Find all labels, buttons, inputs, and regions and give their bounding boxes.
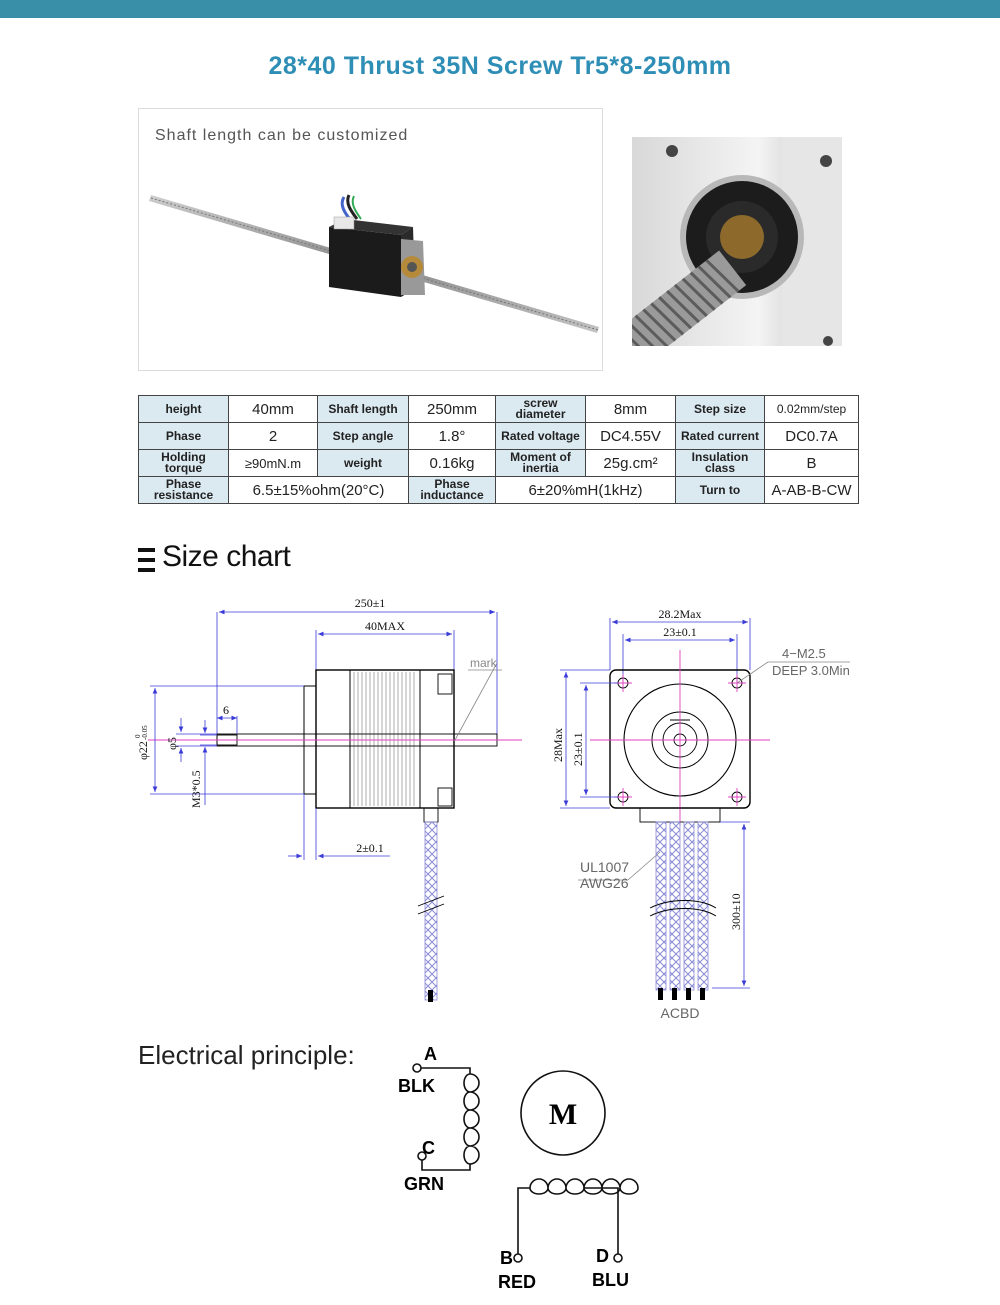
dim-flange-tol-bottom: -0.05 bbox=[141, 725, 149, 740]
motor-symbol bbox=[520, 1070, 606, 1156]
hole-spec-line-2: DEEP 3.0Min bbox=[772, 663, 850, 678]
spec-value: 6±20%mH(1kHz) bbox=[495, 476, 676, 504]
dim-hole-spacing-h: 23±0.1 bbox=[663, 625, 697, 639]
side-view-labels: 250±1 40MAX mark 6 φ22 0 -0.05 φ5 M3*0.5… bbox=[134, 596, 498, 855]
spec-key: Shaft length bbox=[317, 395, 409, 423]
dim-flange-tol-top: 0 bbox=[134, 734, 142, 738]
dim-wire-length: 300±10 bbox=[729, 893, 743, 930]
spec-value: 40mm bbox=[228, 395, 318, 423]
page-title: 28*40 Thrust 35N Screw Tr5*8-250mm bbox=[268, 52, 732, 80]
pin-a-color: BLK bbox=[398, 1076, 435, 1096]
front-view bbox=[560, 618, 850, 1000]
pin-c-label: C bbox=[422, 1138, 435, 1158]
spec-key: Rated voltage bbox=[495, 422, 586, 450]
dim-total-length: 250±1 bbox=[355, 596, 386, 610]
wire-order-label: ACBD bbox=[661, 1005, 700, 1020]
electrical-diagram: M A BLK C GRN B RED D BLU bbox=[398, 1044, 639, 1292]
linear-motor-illustration bbox=[149, 194, 599, 333]
top-bar bbox=[0, 0, 1000, 18]
table-row: Holding torque ≥90mN.m weight 0.16kg Mom… bbox=[138, 449, 859, 477]
spec-key: Phase inductance bbox=[408, 476, 496, 504]
dim-flange-diameter: φ22 bbox=[136, 741, 150, 760]
spec-value: 6.5±15%ohm(20°C) bbox=[228, 476, 409, 504]
spec-key: Moment of inertia bbox=[495, 449, 586, 477]
spec-value: ≥90mN.m bbox=[228, 449, 318, 477]
spec-key: weight bbox=[317, 449, 409, 477]
hole-spec-line-1: 4−M2.5 bbox=[782, 646, 826, 661]
table-row: height 40mm Shaft length 250mm screw dia… bbox=[138, 395, 859, 423]
electrical-title: Electrical principle: bbox=[138, 1040, 355, 1070]
spec-value: A-AB-B-CW bbox=[764, 476, 859, 504]
product-photo-full: Shaft length can be customized bbox=[138, 108, 603, 371]
spec-key: Insulation class bbox=[675, 449, 765, 477]
spec-key: Phase resistance bbox=[138, 476, 229, 504]
pin-b-color: RED bbox=[498, 1272, 536, 1292]
mark-label: mark bbox=[470, 656, 498, 670]
dim-frame-width: 28.2Max bbox=[659, 607, 702, 621]
front-view-labels: 28.2Max 23±0.1 4−M2.5 DEEP 3.0Min 28Max … bbox=[551, 607, 850, 1020]
wire-type-2: AWG26 bbox=[580, 875, 629, 891]
coil-bd bbox=[513, 1178, 639, 1263]
pin-d-color: BLU bbox=[592, 1270, 629, 1290]
size-chart-title: Size chart bbox=[162, 540, 291, 573]
dim-body-length: 40MAX bbox=[365, 619, 405, 633]
spec-key: Holding torque bbox=[138, 449, 229, 477]
pin-d-label: D bbox=[596, 1246, 609, 1266]
spec-value: 0.16kg bbox=[408, 449, 496, 477]
spec-value: 8mm bbox=[585, 395, 676, 423]
pin-c-color: GRN bbox=[404, 1174, 444, 1194]
spec-value: DC4.55V bbox=[585, 422, 676, 450]
spec-key: height bbox=[138, 395, 229, 423]
spec-table: height 40mm Shaft length 250mm screw dia… bbox=[138, 395, 859, 504]
spec-value: 1.8° bbox=[408, 422, 496, 450]
photo-caption: Shaft length can be customized bbox=[155, 127, 409, 144]
spec-value: DC0.7A bbox=[764, 422, 859, 450]
dim-frame-height: 28Max bbox=[551, 728, 565, 762]
list-icon bbox=[138, 548, 155, 572]
dim-flange-thickness: 2±0.1 bbox=[356, 841, 384, 855]
spec-key: Phase bbox=[138, 422, 229, 450]
pin-b-label: B bbox=[500, 1248, 513, 1268]
dim-shaft-diameter: φ5 bbox=[165, 737, 179, 750]
dimension-drawing: 250±1 40MAX mark 6 φ22 0 -0.05 φ5 M3*0.5… bbox=[134, 596, 850, 1020]
spec-key: Turn to bbox=[675, 476, 765, 504]
table-row: Phase 2 Step angle 1.8° Rated voltage DC… bbox=[138, 422, 859, 450]
side-view bbox=[148, 609, 522, 1002]
spec-value: 0.02mm/step bbox=[764, 395, 859, 423]
screw-nut-closeup bbox=[632, 137, 842, 346]
motor-label: M bbox=[549, 1098, 577, 1131]
spec-value: 250mm bbox=[408, 395, 496, 423]
pin-a-label: A bbox=[424, 1044, 437, 1064]
table-row: Phase resistance 6.5±15%ohm(20°C) Phase … bbox=[138, 476, 859, 504]
spec-key: Step size bbox=[675, 395, 765, 423]
spec-key: Step angle bbox=[317, 422, 409, 450]
dim-thread-spec: M3*0.5 bbox=[189, 770, 203, 808]
spec-key: screw diameter bbox=[495, 395, 586, 423]
spec-value: 2 bbox=[228, 422, 318, 450]
dim-hole-spacing-v: 23±0.1 bbox=[571, 732, 585, 766]
spec-value: 25g.cm² bbox=[585, 449, 676, 477]
coil-ac bbox=[412, 1063, 480, 1171]
spec-value: B bbox=[764, 449, 859, 477]
spec-key: Rated current bbox=[675, 422, 765, 450]
wire-type-1: UL1007 bbox=[580, 859, 629, 875]
dim-thread-length: 6 bbox=[223, 703, 229, 717]
product-photo-detail bbox=[632, 137, 842, 346]
